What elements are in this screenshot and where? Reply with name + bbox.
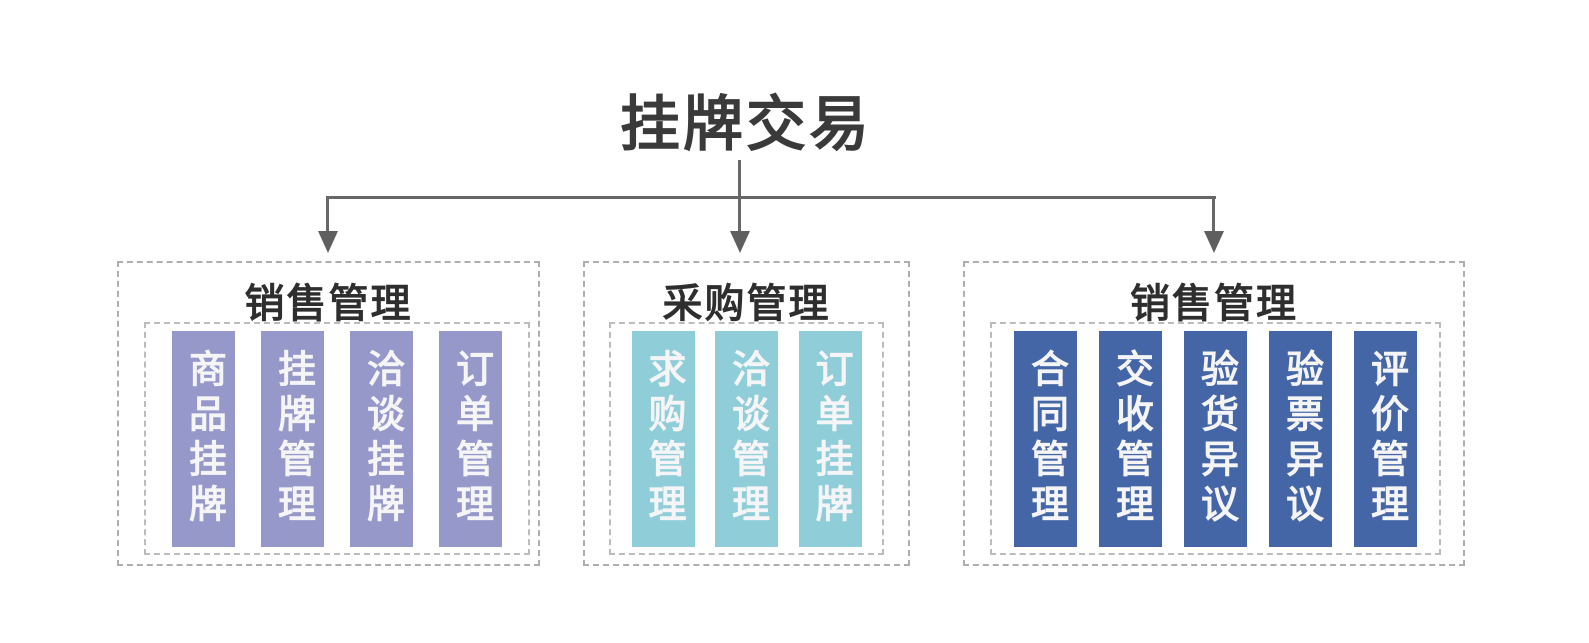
diagram-title: 挂牌交易	[620, 91, 872, 158]
module-bar: 评价管理	[1354, 330, 1417, 547]
module-bar: 合同管理	[1014, 330, 1077, 547]
group-box-procurement-management: 采购管理 求购管理 洽谈管理 订单挂牌	[583, 261, 910, 566]
module-bar: 验票异议	[1269, 330, 1332, 547]
group-header: 销售管理	[1130, 282, 1298, 326]
group-header: 采购管理	[662, 282, 831, 326]
module-bar-container: 求购管理 洽谈管理 订单挂牌	[609, 322, 884, 555]
connector-drop-line-left	[326, 196, 329, 236]
module-bar: 交收管理	[1099, 330, 1162, 547]
module-bar: 洽谈挂牌	[350, 330, 413, 547]
module-bar: 洽谈管理	[715, 330, 778, 547]
group-header: 销售管理	[244, 282, 413, 326]
connector-drop-line-right	[1212, 196, 1215, 236]
module-bar: 商品挂牌	[172, 330, 235, 547]
module-bar: 挂牌管理	[261, 330, 324, 547]
arrow-down-icon	[1204, 231, 1224, 253]
group-box-sales-management-1: 销售管理 商品挂牌 挂牌管理 洽谈挂牌 订单管理	[117, 261, 540, 566]
arrow-down-icon	[318, 231, 338, 253]
module-bar: 求购管理	[631, 330, 695, 547]
module-bar-container: 合同管理 交收管理 验货异议 验票异议 评价管理	[990, 322, 1441, 555]
connector-drop-line-middle	[738, 196, 741, 236]
arrow-down-icon	[730, 231, 750, 253]
group-box-sales-management-2: 销售管理 合同管理 交收管理 验货异议 验票异议 评价管理	[963, 261, 1465, 566]
module-bar: 验货异议	[1184, 330, 1247, 547]
connector-stem-line	[738, 160, 741, 199]
connector-horizontal-line	[326, 196, 1216, 199]
module-bar: 订单管理	[439, 330, 502, 547]
module-bar-container: 商品挂牌 挂牌管理 洽谈挂牌 订单管理	[144, 322, 530, 555]
module-bar: 订单挂牌	[798, 330, 862, 547]
